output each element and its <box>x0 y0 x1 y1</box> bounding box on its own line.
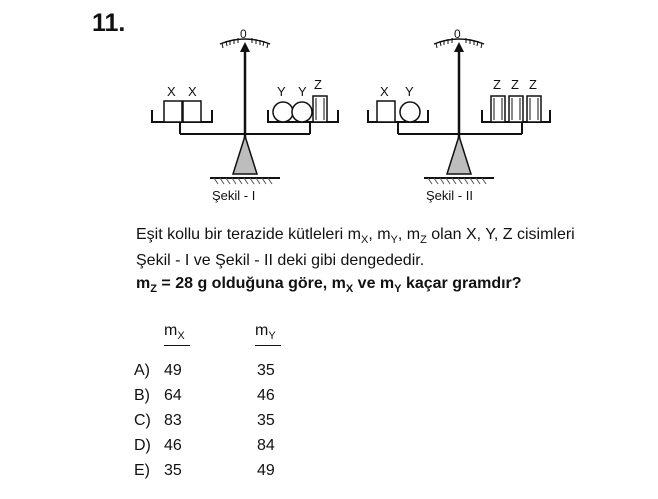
stand <box>445 133 473 175</box>
block-x <box>163 100 183 123</box>
pointer-arrow <box>454 42 464 52</box>
column-header-mx: mX <box>164 322 190 346</box>
label-x: X <box>188 84 197 99</box>
label-x: X <box>167 84 176 99</box>
label-z: Z <box>493 77 501 92</box>
balance-1: 0 X X Y Y Z Şekil - I <box>151 27 339 203</box>
question-stem: Eşit kollu bir terazide kütleleri mX, mY… <box>136 226 575 269</box>
block-z <box>508 95 524 123</box>
scale-dial <box>219 38 271 45</box>
figure-caption-1: Şekil - I <box>212 188 255 203</box>
block-z <box>312 95 328 123</box>
figure-caption-2: Şekil - II <box>426 188 473 203</box>
left-pan <box>367 110 429 123</box>
stand <box>231 133 259 175</box>
label-x: X <box>380 84 389 99</box>
label-z: Z <box>529 77 537 92</box>
block-z <box>490 95 506 123</box>
label-y: Y <box>405 84 414 99</box>
scale-zero-label: 0 <box>240 27 247 41</box>
balance-2: 0 X Y Z Z Z Şeki <box>367 27 551 203</box>
question-prompt: mZ = 28 g olduğuna göre, mX ve mY kaçar … <box>136 275 522 295</box>
ball-y <box>272 101 294 123</box>
column-header-my: mY <box>255 322 281 346</box>
label-y: Y <box>277 84 286 99</box>
block-x <box>182 100 202 123</box>
scale-zero-label: 0 <box>454 27 461 41</box>
ball-y <box>291 101 313 123</box>
label-y: Y <box>298 84 307 99</box>
question-number: 11. <box>92 9 126 37</box>
block-x <box>376 100 396 123</box>
scale-dial <box>433 38 485 45</box>
block-z <box>526 95 542 123</box>
ball-y <box>399 101 421 123</box>
balance-figure: 0 X X Y Y Z Şekil - I <box>151 27 551 203</box>
label-z: Z <box>314 77 322 92</box>
label-z: Z <box>511 77 519 92</box>
pointer-arrow <box>240 42 250 52</box>
